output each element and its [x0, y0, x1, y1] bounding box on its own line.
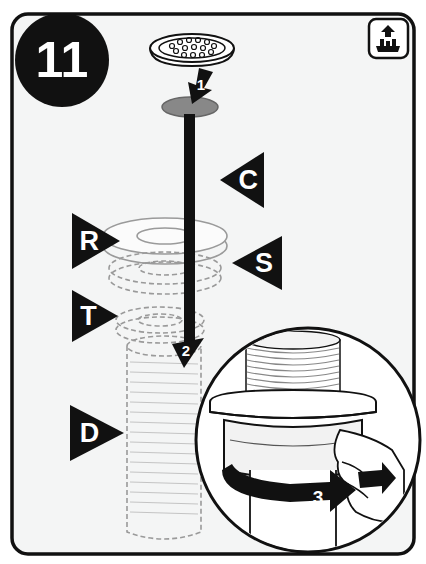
- step-callout-number: 3: [313, 488, 324, 507]
- part-callout: R: [72, 213, 120, 269]
- step-callout-number: 1: [197, 77, 205, 92]
- part-letter: D: [80, 420, 100, 447]
- step-number: 11: [36, 35, 89, 85]
- part-letter: T: [80, 303, 97, 330]
- part-callout: S: [232, 236, 282, 290]
- part-callout: C: [220, 152, 264, 208]
- part-callout: D: [70, 405, 124, 461]
- step-callout-number: 2: [182, 343, 190, 358]
- part-letter: R: [80, 228, 100, 255]
- part-letter: C: [238, 167, 258, 194]
- part-letter: S: [255, 250, 273, 277]
- step-number-badge: 11: [14, 12, 110, 108]
- part-callout: T: [72, 290, 118, 342]
